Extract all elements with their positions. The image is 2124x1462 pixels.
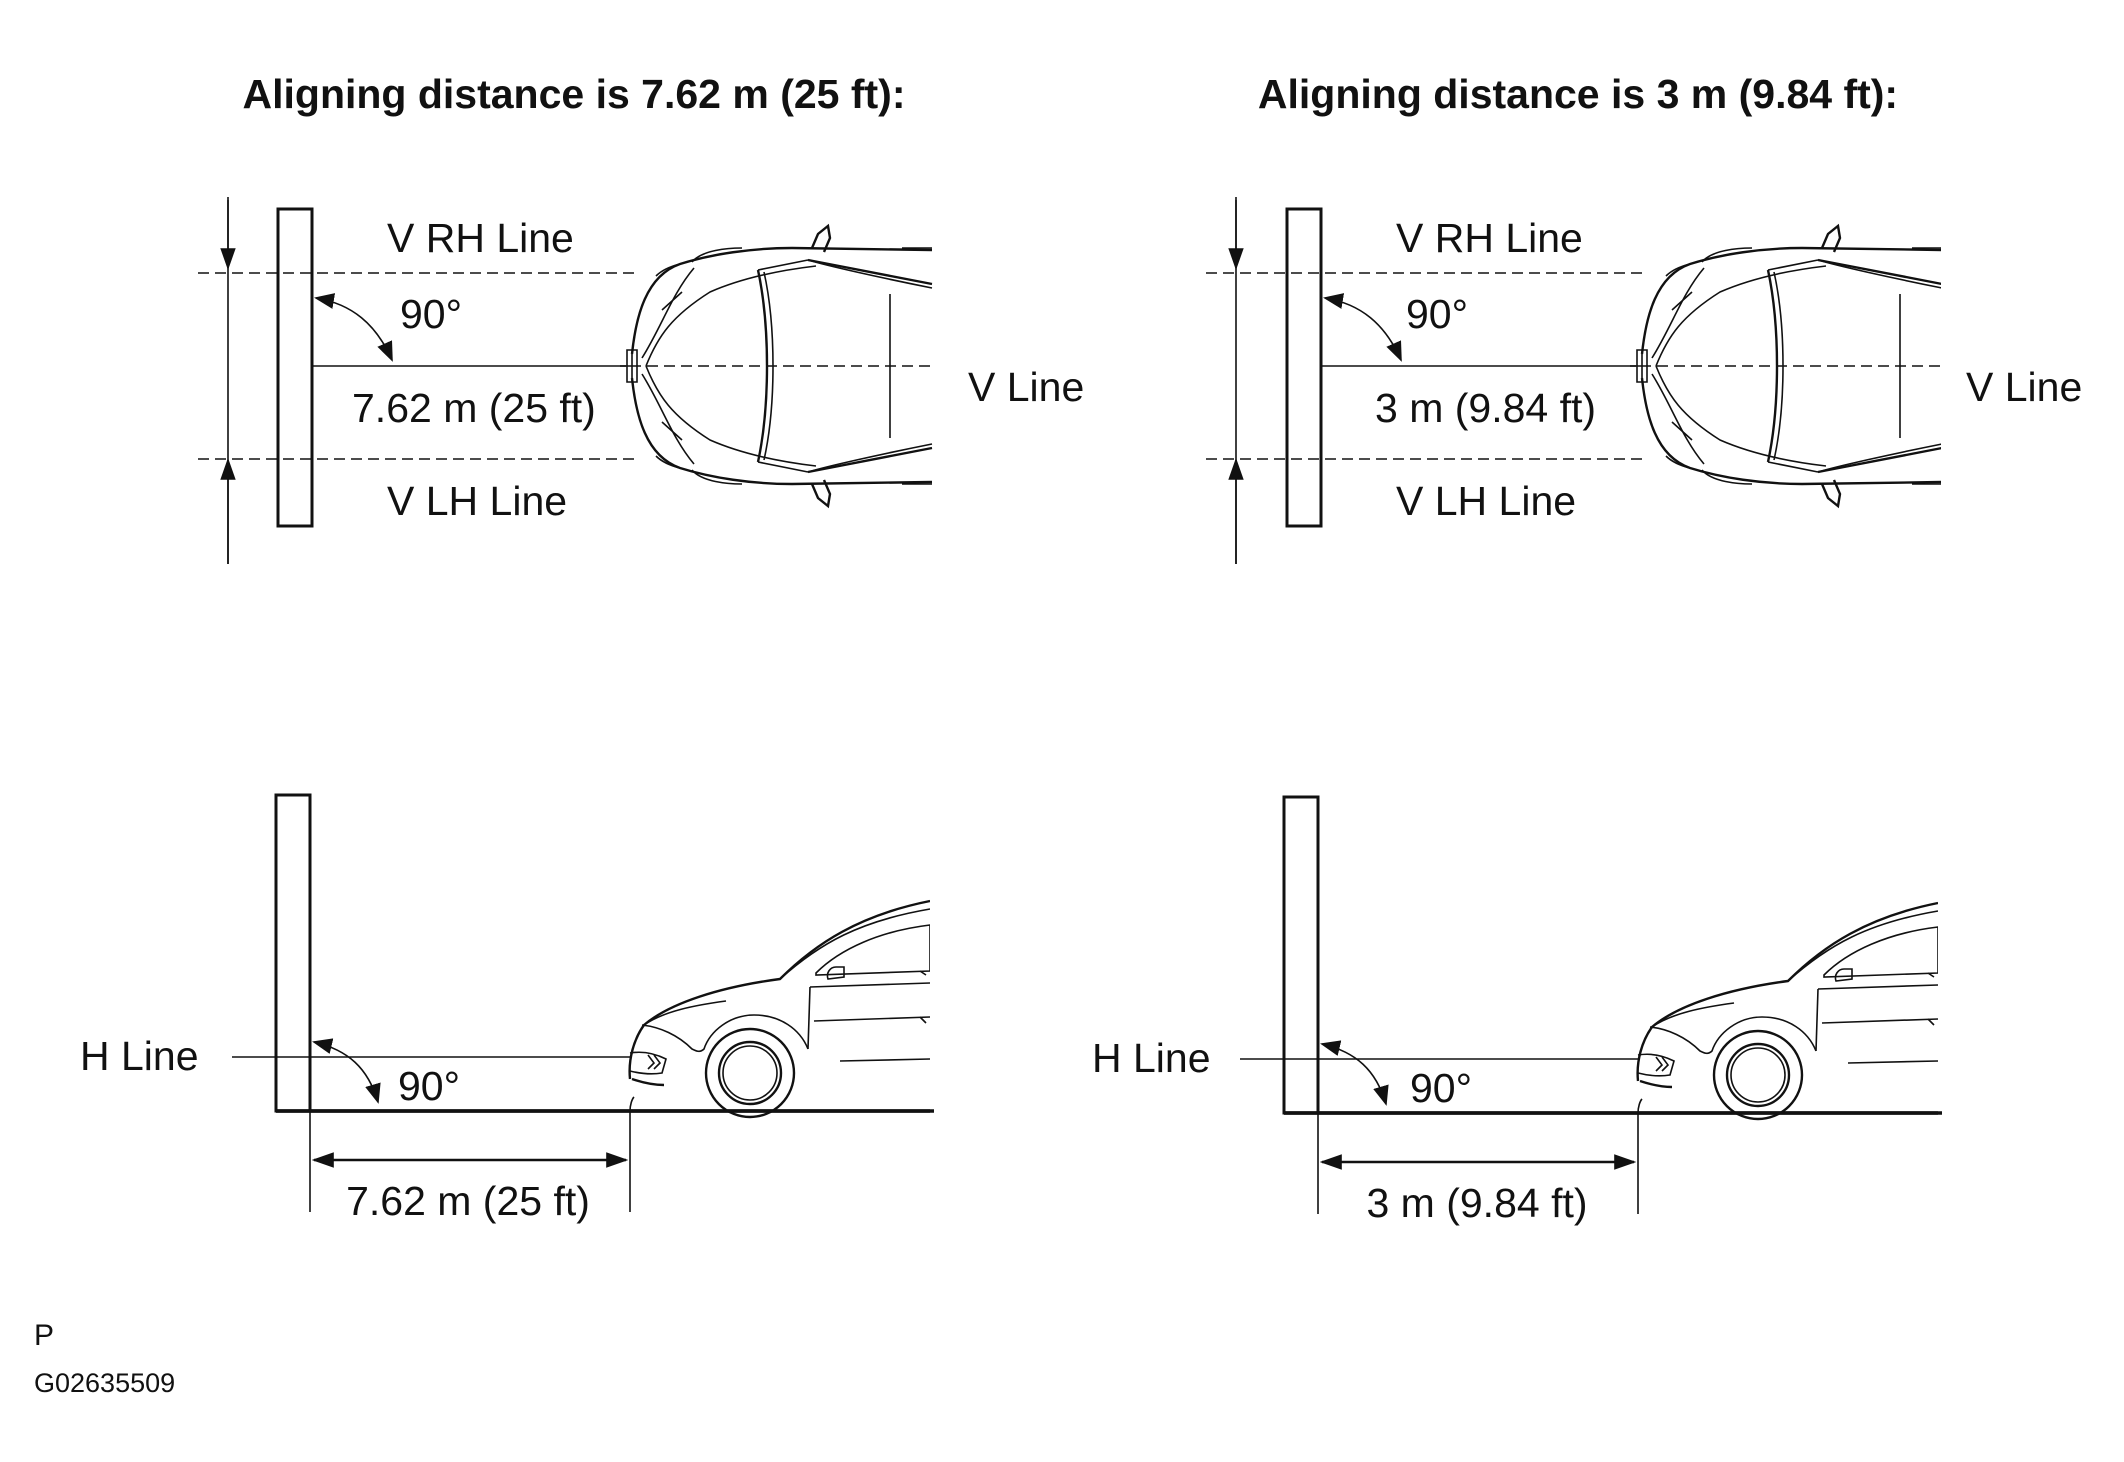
aiming-screen [274, 793, 312, 1113]
distance-label: 3 m (9.84 ft) [1375, 385, 1596, 431]
angle-label: 90° [1410, 1065, 1472, 1111]
h-line-label: H Line [80, 1033, 199, 1079]
figure-code: G02635509 [34, 1368, 175, 1398]
angle-label: 90° [400, 291, 462, 337]
footer-letter: P [34, 1319, 54, 1352]
right-bottom-side-view: H Line 90° 3 m (9.84 ft) [1092, 795, 1968, 1226]
angle-label: 90° [1406, 291, 1468, 337]
h-line-label: H Line [1092, 1035, 1211, 1081]
distance-label: 3 m (9.84 ft) [1366, 1180, 1587, 1226]
distance-label: 7.62 m (25 ft) [352, 385, 596, 431]
right-top-plan-view: V RH Line 90° V Line 3 m (9.84 ft) V LH … [1206, 197, 2082, 564]
v-line-label: V Line [1966, 364, 2082, 410]
left-top-plan-view: V RH Line 90° V Line 7.62 m (25 ft) V LH… [198, 197, 1084, 564]
v-rh-line-label: V RH Line [387, 215, 574, 261]
v-rh-line-label: V RH Line [1396, 215, 1583, 261]
v-lh-line-label: V LH Line [387, 478, 567, 524]
left-panel-title: Aligning distance is 7.62 m (25 ft): [243, 71, 906, 117]
aiming-screen [1285, 207, 1323, 528]
left-bottom-side-view: H Line 90° 7.62 m (25 ft) [80, 793, 960, 1224]
angle-label: 90° [398, 1063, 460, 1109]
distance-label: 7.62 m (25 ft) [346, 1178, 590, 1224]
aiming-screen [1282, 795, 1320, 1115]
v-lh-line-label: V LH Line [1396, 478, 1576, 524]
right-panel-title: Aligning distance is 3 m (9.84 ft): [1258, 71, 1898, 117]
aiming-screen [276, 207, 314, 528]
v-line-label: V Line [968, 364, 1084, 410]
